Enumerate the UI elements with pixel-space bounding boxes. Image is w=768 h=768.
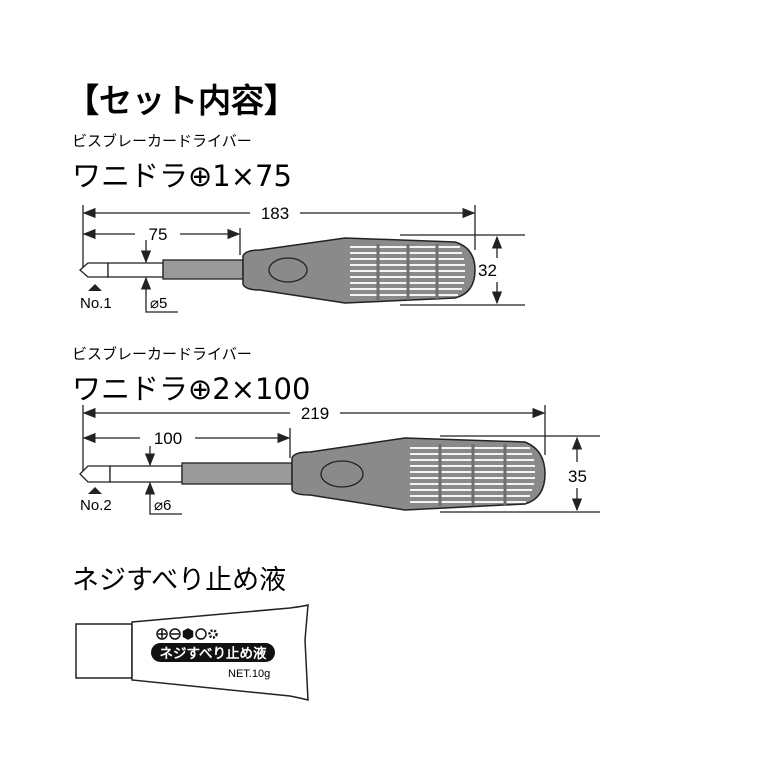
driver-2-shaft-length: 100: [154, 429, 182, 448]
driver-1-handle-diameter: 32: [478, 261, 497, 280]
torx-icon: [208, 629, 218, 639]
driver-2-shaft-diameter: ⌀6: [154, 497, 171, 514]
driver-1-model: ワニドラ⊕1×75: [72, 159, 292, 193]
driver-1-shaft-length: 75: [149, 225, 168, 244]
phillips-icon: [156, 628, 168, 640]
liquid-label: ネジすべり止め液: [159, 645, 267, 662]
driver-1-category: ビスブレーカードライバー: [72, 132, 252, 150]
driver-2-category: ビスブレーカードライバー: [72, 345, 252, 363]
slotted-icon: [169, 628, 181, 640]
driver-2: ビスブレーカードライバー ワニドラ⊕2×100 219 100 35 ⌀6 No…: [72, 345, 600, 515]
driver-2-total-length: 219: [301, 404, 329, 423]
liquid-title: ネジすべり止め液: [72, 565, 286, 596]
liquid-net-weight: NET.10g: [228, 668, 270, 680]
driver-1-tip-size: No.1: [80, 295, 112, 312]
driver-2-tip-size: No.2: [80, 497, 112, 514]
hex-icon: [182, 628, 194, 640]
driver-2-handle-diameter: 35: [568, 467, 587, 486]
circle-icon: [195, 628, 207, 640]
driver-1-total-length: 183: [261, 204, 289, 223]
set-contents-heading: 【セット内容】: [66, 81, 297, 120]
driver-1-shaft-diameter: ⌀5: [150, 295, 167, 312]
screw-type-icons: [156, 628, 218, 640]
anti-slip-liquid: ネジすべり止め液 ネジすべり止め液 NET.10g: [72, 565, 309, 701]
driver-2-model: ワニドラ⊕2×100: [72, 372, 310, 406]
driver-1: ビスブレーカードライバー ワニドラ⊕1×75 183 75 32 ⌀5 No.1: [72, 132, 525, 313]
